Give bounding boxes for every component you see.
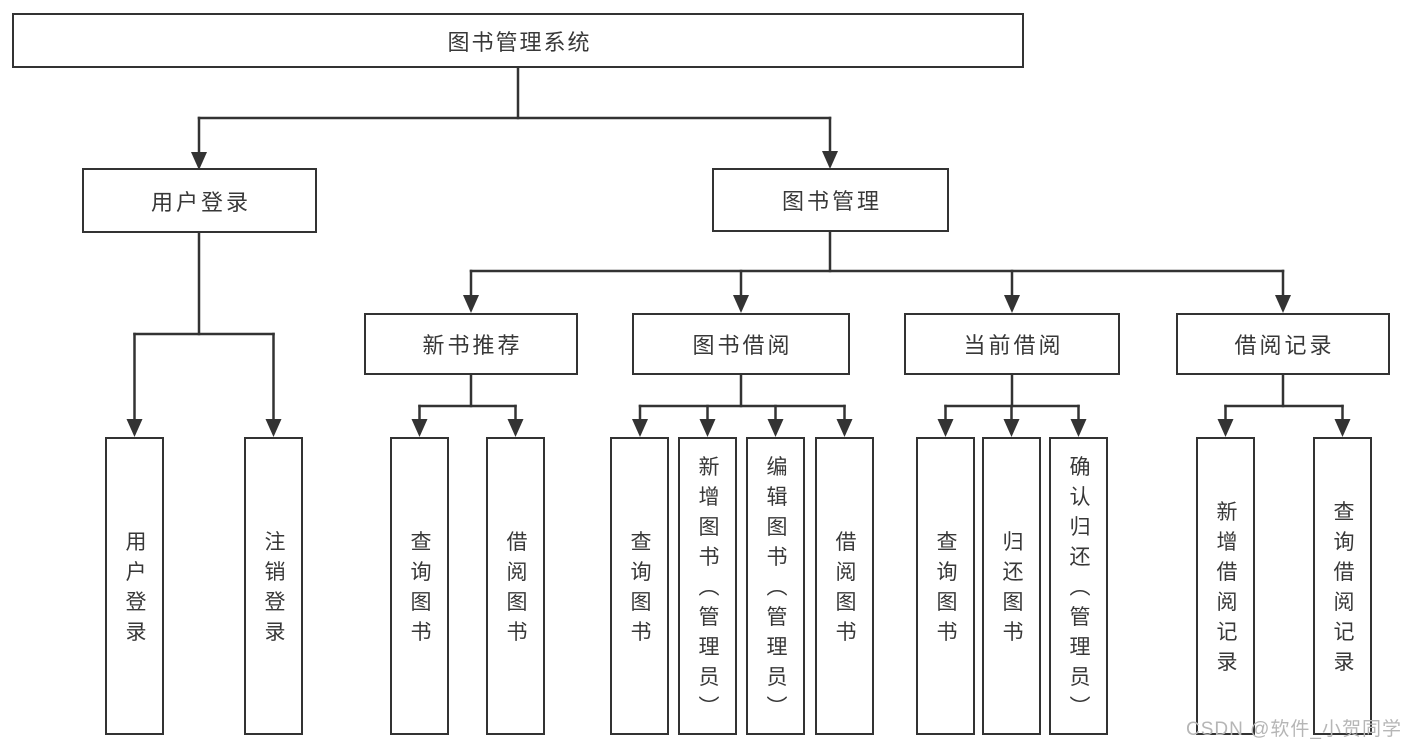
leaf-label: 新增图书（管理员） (696, 455, 719, 726)
leaf-new-books-borrow-books: 借阅图书 (486, 437, 545, 735)
node-user-login: 用户登录 (82, 168, 317, 233)
leaf-label: 借阅图书 (833, 530, 856, 651)
leaf-current-query-books: 查询图书 (916, 437, 975, 735)
leaf-current-confirm-return-admin: 确认归还（管理员） (1049, 437, 1108, 735)
leaf-logout: 注销登录 (244, 437, 303, 735)
leaf-records-add-borrow-record: 新增借阅记录 (1196, 437, 1255, 735)
node-label: 图书管理 (781, 189, 882, 214)
leaf-label: 查询借阅记录 (1331, 500, 1354, 681)
node-label: 用户登录 (150, 189, 251, 215)
leaf-label: 查询图书 (628, 530, 651, 651)
leaf-label: 归还图书 (1000, 530, 1023, 651)
node-label: 新书推荐 (422, 333, 523, 358)
node-current-borrowing: 当前借阅 (904, 313, 1120, 375)
node-label: 借阅记录 (1234, 333, 1335, 358)
leaf-borrowing-query-books: 查询图书 (610, 437, 669, 735)
leaf-label: 借阅图书 (504, 530, 527, 651)
leaf-label: 查询图书 (408, 530, 431, 651)
node-label: 图书借阅 (692, 333, 793, 358)
node-label: 图书管理系统 (447, 29, 592, 55)
node-new-book-recommendation: 新书推荐 (364, 313, 578, 375)
leaf-borrowing-borrow-books: 借阅图书 (815, 437, 874, 735)
leaf-current-return-books: 归还图书 (982, 437, 1041, 735)
leaf-label: 编辑图书（管理员） (764, 455, 787, 726)
leaf-label: 新增借阅记录 (1214, 500, 1237, 681)
leaf-borrowing-add-books-admin: 新增图书（管理员） (678, 437, 737, 735)
watermark-text: CSDN @软件_小贺同学 (1186, 719, 1402, 740)
node-book-borrowing: 图书借阅 (632, 313, 850, 375)
leaf-user-login: 用户登录 (105, 437, 164, 735)
node-label: 当前借阅 (963, 333, 1064, 358)
leaf-label: 确认归还（管理员） (1067, 455, 1090, 726)
leaf-label: 查询图书 (934, 530, 957, 651)
leaf-label: 注销登录 (262, 530, 285, 651)
node-borrowing-records: 借阅记录 (1176, 313, 1390, 375)
leaf-new-books-query-books: 查询图书 (390, 437, 449, 735)
arrow-stems (133, 116, 1344, 427)
leaf-records-query-borrow-record: 查询借阅记录 (1313, 437, 1372, 735)
leaf-label: 用户登录 (123, 530, 146, 651)
leaf-borrowing-edit-books-admin: 编辑图书（管理员） (746, 437, 805, 735)
node-library-management-system: 图书管理系统 (12, 13, 1024, 68)
node-book-management: 图书管理 (712, 168, 949, 232)
